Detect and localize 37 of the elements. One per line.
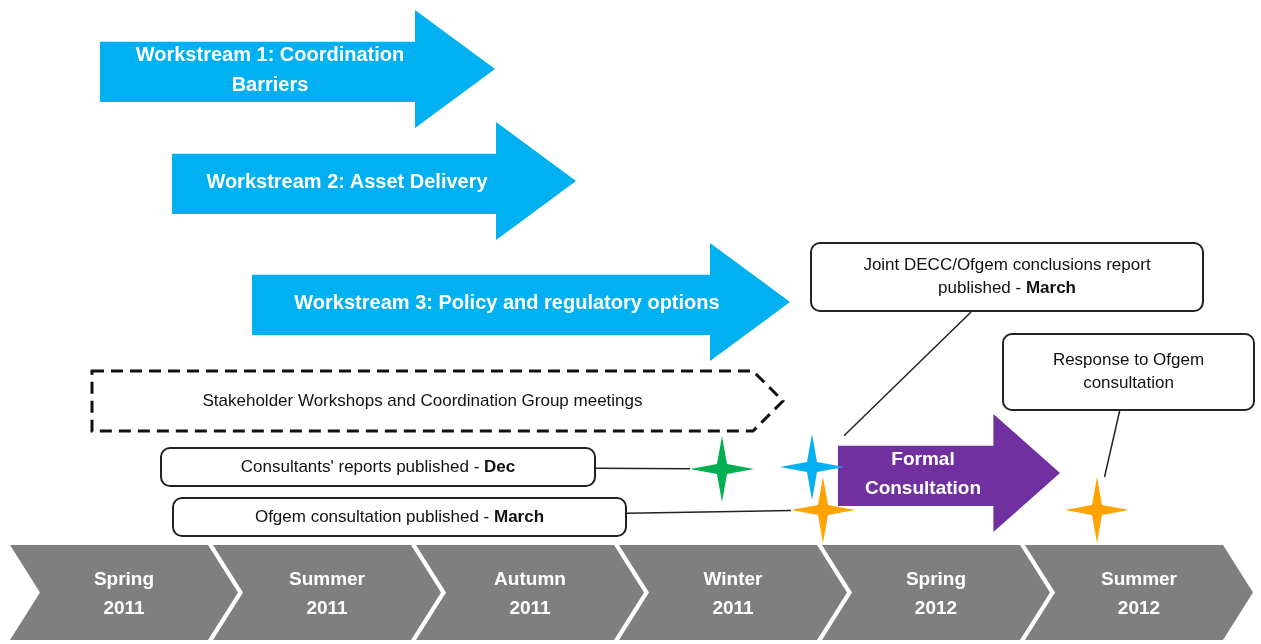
phase-title: Workstream 3: Policy and regulatory options xyxy=(293,290,721,315)
season-label: Spring 2012 xyxy=(905,566,967,620)
leader-line xyxy=(843,311,972,437)
leader-line xyxy=(595,467,691,470)
phase-banner xyxy=(838,414,1060,532)
phase-banner xyxy=(100,10,495,128)
star-marker xyxy=(791,477,855,543)
callout-text: Ofgem consultation published - March xyxy=(253,505,546,528)
season-segment xyxy=(416,545,644,640)
callout-box xyxy=(1002,333,1255,411)
callout-text: Response to Ofgem consultation xyxy=(1051,349,1206,394)
callout-text: Joint DECC/Ofgem conclusions report published - March xyxy=(862,254,1152,299)
star-marker xyxy=(780,434,844,500)
phase-banner xyxy=(172,122,576,240)
phase-banner xyxy=(252,243,790,361)
star-marker xyxy=(690,436,754,502)
leader-line xyxy=(626,509,792,514)
season-label: Winter 2011 xyxy=(703,566,763,620)
callout-box xyxy=(172,497,627,537)
season-segment xyxy=(213,545,441,640)
callout-box xyxy=(810,242,1204,312)
season-label: Autumn 2011 xyxy=(494,566,566,620)
season-label: Spring 2011 xyxy=(93,566,155,620)
star-marker xyxy=(1065,477,1129,543)
callout-box xyxy=(160,447,596,487)
season-label: Summer 2012 xyxy=(1101,566,1177,620)
season-segment xyxy=(1025,545,1253,640)
phase-title: Workstream 2: Asset Delivery xyxy=(205,169,489,194)
season-segment xyxy=(619,545,847,640)
phase-title: Formal Consultation xyxy=(863,446,983,499)
callout-text: Consultants' reports published - Dec xyxy=(239,455,517,478)
season-segment xyxy=(10,545,238,640)
leader-line xyxy=(1103,410,1121,478)
phase-title: Workstream 1: Coordination Barriers xyxy=(134,42,406,97)
season-label: Summer 2011 xyxy=(289,566,365,620)
season-segment xyxy=(822,545,1050,640)
activity-title: Stakeholder Workshops and Coordination Group meetings xyxy=(201,391,644,411)
